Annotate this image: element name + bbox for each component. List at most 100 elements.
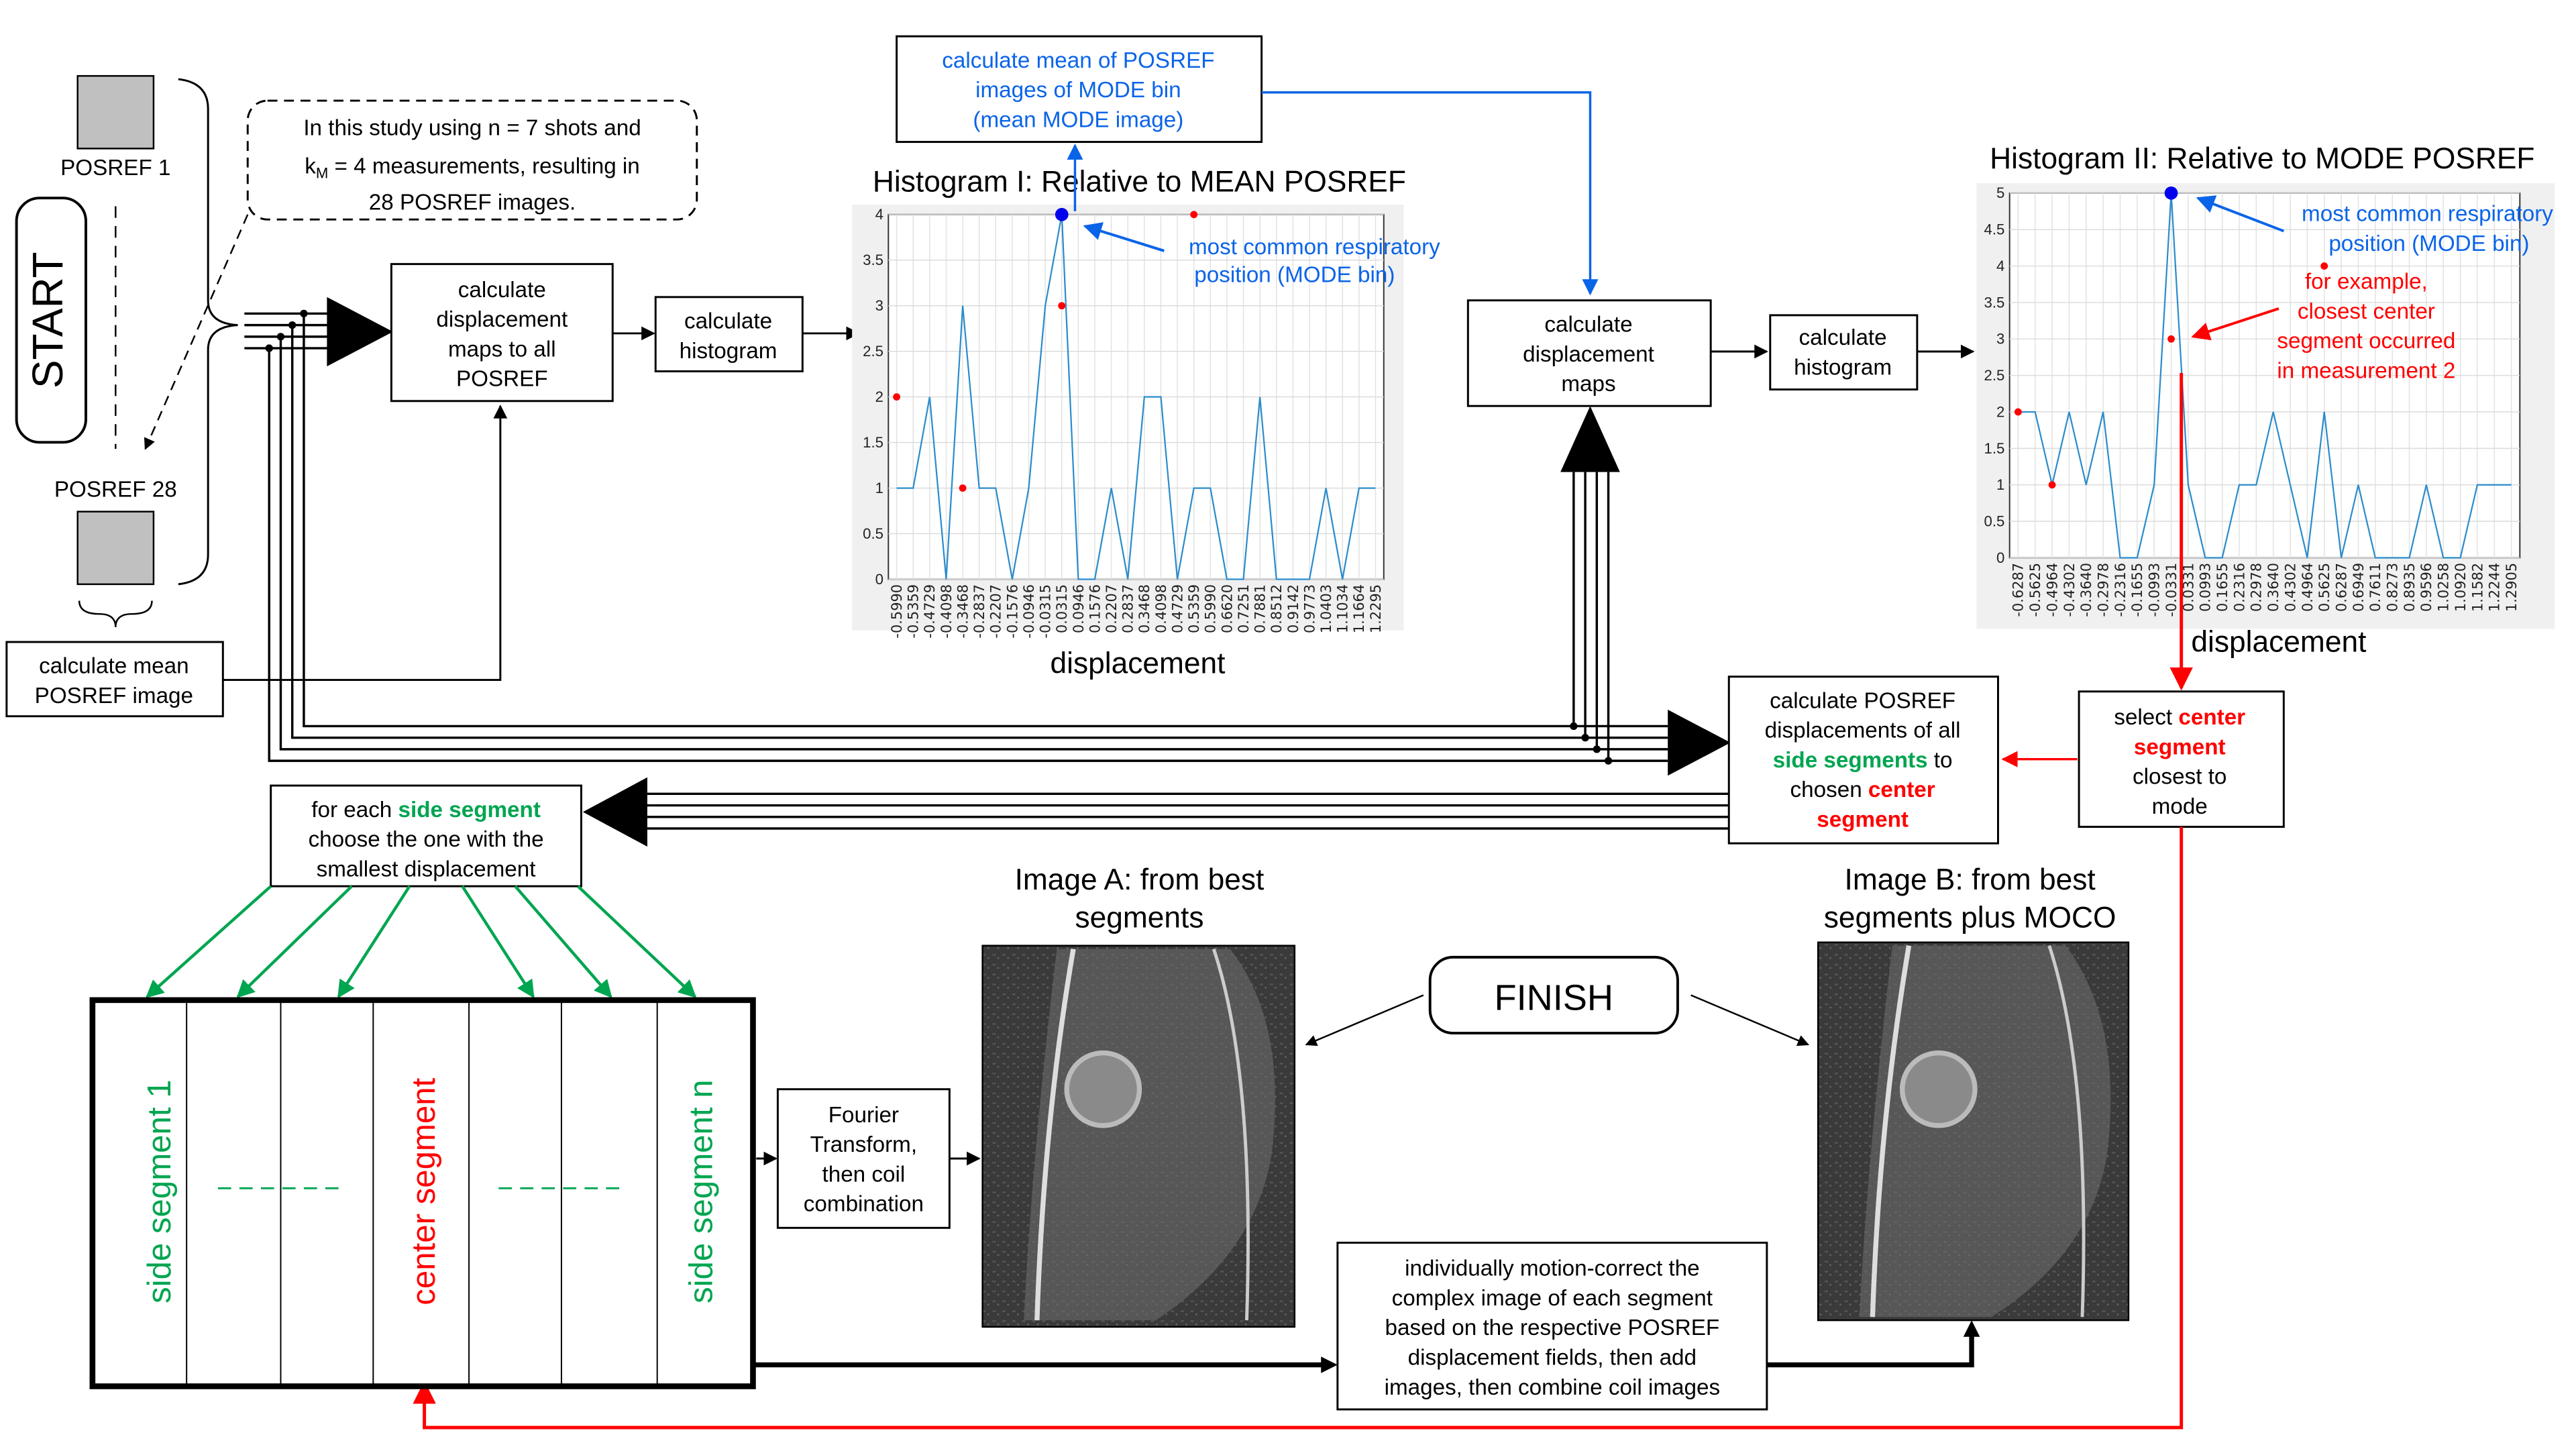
x-tick-label: 0.3468 [1136, 584, 1152, 633]
measurement-marker [2320, 262, 2328, 270]
annotation-example: for example, [2305, 270, 2428, 294]
svg-text:segments plus MOCO: segments plus MOCO [1824, 902, 2116, 934]
svg-text:Transform,: Transform, [810, 1132, 917, 1157]
bus-arrow-3 [1668, 709, 1731, 776]
x-tick-label: 1.0920 [2453, 563, 2469, 612]
mode-marker [2164, 186, 2178, 200]
measurement-marker [2048, 481, 2056, 489]
x-tick-label: 0.2978 [2249, 563, 2265, 612]
svg-text:histogram: histogram [680, 339, 777, 364]
x-tick-label: 0.6620 [1219, 584, 1235, 633]
svg-text:position (MODE bin): position (MODE bin) [2328, 231, 2529, 256]
posref-1-label: POSREF 1 [60, 156, 170, 180]
box-posref-displacements: calculate POSREF displacements of all si… [1727, 676, 1999, 845]
box-displacement-maps: calculate displacement maps [1466, 299, 1712, 407]
line-moco-to-image-b [1766, 1333, 1974, 1368]
start-label: START [23, 252, 72, 388]
posref-1-image [76, 74, 155, 150]
x-tick-label: 0.0993 [2198, 563, 2214, 612]
svg-text:maps to all: maps to all [448, 337, 556, 362]
arrow-annotation-mode-1 [1083, 222, 1165, 252]
x-tick-label: 1.2295 [1368, 584, 1384, 633]
svg-text:images, then combine coil imag: images, then combine coil images [1385, 1375, 1721, 1400]
bus-junction-dots [265, 309, 1613, 765]
x-tick-label: 0.5625 [2316, 563, 2332, 612]
y-tick-label: 1 [875, 480, 883, 496]
x-tick-label: 0.4729 [1169, 584, 1185, 633]
x-tick-label: 0.9142 [1285, 584, 1301, 633]
green-arrows [146, 885, 697, 999]
svg-text:calculate: calculate [684, 309, 772, 334]
x-tick-label: -0.0946 [1021, 584, 1037, 639]
x-tick-label: -0.6287 [2010, 563, 2027, 617]
svg-text:displacement: displacement [1523, 342, 1654, 367]
x-tick-label: -0.4729 [922, 584, 938, 639]
svg-text:histogram: histogram [1794, 355, 1892, 380]
histogram-2-title: Histogram II: Relative to MODE POSREF [1990, 142, 2534, 175]
histogram-series-line [2018, 193, 2512, 559]
histogram-2-chart: -0.6287-0.5625-0.4964-0.4302-0.3640-0.29… [1976, 183, 2555, 629]
y-tick-label: 4 [875, 206, 883, 223]
y-tick-label: 0.5 [863, 525, 883, 542]
x-tick-label: -0.0315 [1038, 584, 1054, 639]
y-tick-label: 3.5 [863, 252, 883, 268]
center-segment-label: center segment [405, 1077, 442, 1305]
start-terminal: START [15, 197, 87, 444]
svg-text:combination: combination [804, 1192, 924, 1217]
svg-text:calculate mean of POSREF: calculate mean of POSREF [942, 48, 1214, 73]
svg-text:mode: mode [2152, 794, 2208, 819]
x-tick-label: 0.7251 [1236, 584, 1252, 633]
bus-arrow-1 [327, 297, 393, 367]
svg-text:segments: segments [1075, 902, 1203, 934]
svg-text:calculate mean: calculate mean [39, 654, 189, 679]
image-b-mri [1817, 941, 2130, 1322]
bus-arrow-2 [1560, 406, 1620, 472]
posref-brace [178, 78, 238, 586]
annotation-mode-1: most common respiratory [1189, 235, 1440, 260]
arrow-mean-mode-to-disp [1261, 91, 1599, 296]
svg-text:position (MODE bin): position (MODE bin) [1194, 263, 1395, 288]
y-tick-label: 0.5 [1984, 513, 2005, 530]
image-a-mri [981, 945, 1296, 1328]
svg-text:displacement fields, then add: displacement fields, then add [1408, 1346, 1697, 1371]
histogram-1-chart: -0.5990-0.5359-0.4729-0.4098-0.3468-0.28… [852, 205, 1404, 639]
posref-28-label: POSREF 28 [54, 478, 177, 502]
return-bus-arrow [582, 777, 647, 847]
note-line-2: kM = 4 measurements, resulting in [305, 154, 640, 181]
y-tick-label: 0 [1996, 549, 2004, 566]
box-fourier: Fourier Transform, then coil combination [776, 1088, 951, 1229]
y-tick-label: 4 [1996, 258, 2004, 274]
svg-text:for each side segment: for each side segment [311, 798, 541, 822]
x-tick-label: -0.2837 [971, 584, 987, 639]
x-tick-label: 0.4964 [2300, 563, 2316, 612]
y-tick-label: 3.5 [1984, 294, 2005, 311]
x-tick-label: 0.6949 [2351, 563, 2367, 612]
x-tick-label: 0.2316 [2231, 563, 2247, 612]
box-mean-mode-image: calculate mean of POSREF images of MODE … [896, 35, 1263, 144]
svg-text:calculate: calculate [1544, 312, 1632, 337]
x-tick-label: 0.8935 [2402, 563, 2418, 612]
y-tick-label: 2 [1996, 403, 2004, 420]
y-tick-label: 0 [875, 571, 883, 588]
histogram-1-title: Histogram I: Relative to MEAN POSREF [873, 165, 1406, 198]
x-tick-label: 0.2837 [1120, 584, 1136, 633]
svg-text:POSREF image: POSREF image [35, 684, 193, 708]
image-b-title: Image B: from best [1845, 863, 2096, 896]
y-tick-label: 1.5 [1984, 440, 2005, 457]
svg-text:segment: segment [2134, 735, 2226, 759]
x-tick-label: -0.1576 [1004, 584, 1020, 639]
posref-bottom-brace [78, 600, 153, 627]
histogram-2-xlabel: displacement [2191, 626, 2366, 659]
x-tick-label: 0.1576 [1087, 584, 1103, 633]
x-tick-label: 1.1664 [1351, 584, 1367, 633]
x-tick-label: 1.2905 [2504, 563, 2520, 612]
x-tick-label: 1.1034 [1335, 584, 1351, 633]
arrow-select-to-center-segment [413, 826, 2184, 1430]
x-tick-label: 0.7611 [2367, 563, 2383, 612]
posref-bus-lines [244, 312, 1668, 762]
x-tick-label: 1.2244 [2487, 563, 2503, 612]
svg-text:individually motion-correct th: individually motion-correct the [1405, 1256, 1700, 1281]
finish-label: FINISH [1495, 978, 1613, 1018]
svg-text:chosen center: chosen center [1790, 777, 1935, 802]
